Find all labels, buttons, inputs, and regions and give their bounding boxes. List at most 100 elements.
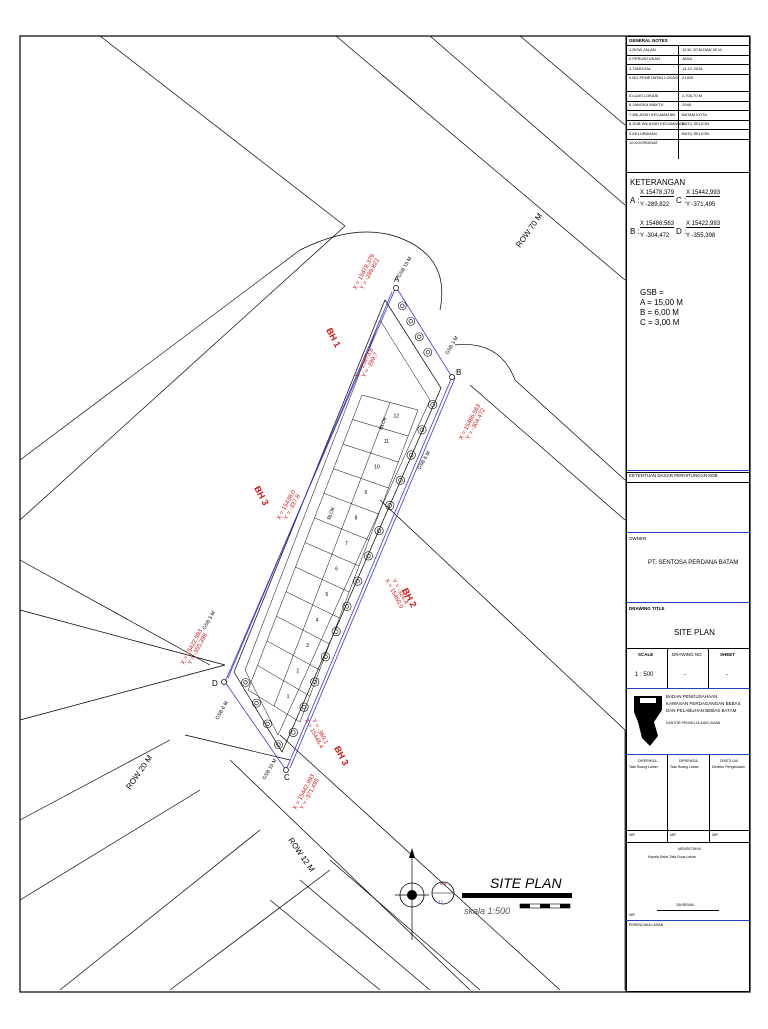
notes-row-value: 2048 (682, 102, 691, 107)
unit-number: 11 (384, 439, 389, 445)
tree-symbol (406, 450, 416, 460)
sheet-value: - (726, 672, 728, 678)
sign-nip: NIP. (712, 833, 719, 837)
road-label-row20: ROW 20 M (124, 753, 154, 791)
keterangan-point-y: Y -371,495 (686, 202, 716, 208)
unit-number: 8 (355, 516, 358, 522)
notes-row-label: 10.KOORDINAT (629, 140, 659, 145)
block-label: BLOK (326, 506, 337, 521)
unit-number: 5 (326, 592, 329, 598)
tree-symbol (408, 319, 413, 324)
blue-divider (626, 754, 750, 755)
gsb-item: B = 6,00 M (640, 308, 679, 317)
borehole-label: BH 3 (252, 484, 270, 507)
tree-symbol (320, 652, 330, 662)
tree-symbol (425, 350, 430, 355)
tree-symbol (310, 677, 320, 687)
sign-name: Tata Ruang Lahan (629, 765, 658, 769)
agency-line3: DAN PELABUHAN BEBAS BATAM (666, 708, 737, 713)
tree-symbol (288, 727, 298, 737)
sheet-label: SHEET (720, 652, 736, 657)
blue-divider (626, 920, 750, 921)
section-divider (626, 472, 750, 473)
keterangan-point-y: Y -289,822 (640, 202, 670, 208)
keterangan-point-x: X 15422,993 (686, 221, 721, 228)
notes-row-value: 2.706,70 M (682, 92, 703, 98)
unit-number: 6 (335, 567, 338, 573)
perencana-label: PERENCANA LAHAN (629, 923, 664, 927)
compass-rose (395, 848, 429, 940)
tree-symbol (397, 301, 407, 311)
keterangan-point-id: B : (630, 227, 640, 236)
column-divider (708, 648, 709, 688)
notes-row-label: 6.JANGKA WAKTU (629, 102, 664, 107)
gsb-label: GSB 15 M (397, 256, 414, 279)
column-divider (667, 754, 668, 842)
notes-row-value: 21405 (682, 75, 694, 80)
scale-label: SCALE (638, 652, 654, 657)
notes-row-label: 1.ROW JALAN (629, 46, 656, 52)
notes-row-divider (626, 110, 750, 111)
gsb-label: GSB 6 M (417, 450, 432, 471)
tree-symbol (243, 680, 248, 685)
signer-name: ZAKRISMA (676, 903, 694, 907)
tree-symbol (385, 500, 395, 510)
compass-label: U (439, 900, 443, 906)
unit-number: 4 (316, 618, 319, 624)
title-block-border (626, 36, 750, 992)
gsb-label: GSB 6 M (215, 700, 230, 721)
tree-symbol (419, 427, 425, 433)
corner-label: A (394, 275, 400, 284)
keterangan-point-x: X 15486,563 (640, 221, 675, 228)
keterangan-point-y: Y -355,398 (686, 233, 716, 239)
tree-symbol (331, 627, 341, 637)
notes-row-label: 2.PERUNTUKAN (629, 56, 660, 61)
notes-row-divider (626, 45, 750, 46)
tree-symbol (374, 526, 384, 536)
corner-marker (283, 767, 289, 773)
keterangan-point-id: A : (630, 196, 640, 205)
tree-symbol (344, 604, 350, 609)
notes-row-divider (626, 100, 750, 102)
tree-symbol (430, 402, 435, 407)
tree-symbol (274, 740, 283, 749)
signer-line (657, 910, 719, 911)
plot-outline (224, 286, 453, 771)
site-plan-scale: skala 1:500 (464, 906, 510, 916)
unit-number: 12 (394, 414, 400, 420)
road-lines (19, 35, 626, 991)
tree-symbol (428, 400, 438, 410)
notes-row-label: 8.SUB WILAYAH KECAMATAN (629, 121, 685, 126)
tree-symbol (276, 742, 281, 747)
north-symbol: U (431, 881, 455, 906)
blue-divider (626, 470, 750, 471)
gsb-label: GSB 3 M (202, 610, 217, 631)
blue-divider (626, 532, 750, 533)
notes-row-divider (626, 119, 750, 121)
tree-symbol (417, 334, 422, 339)
column-divider (709, 754, 710, 842)
tree-symbol (353, 576, 363, 586)
strip-center-line (273, 402, 391, 707)
signer-nip: NIP. (629, 913, 636, 917)
sign-role: DISETUJUI (720, 759, 739, 763)
notes-row-divider (626, 91, 750, 92)
tree-symbol (312, 679, 317, 685)
section-divider (626, 830, 750, 831)
section-divider (626, 842, 750, 843)
corner-marker (449, 374, 455, 380)
notes-row-value: BATU SELICIN (682, 130, 710, 136)
corner-label: D (212, 679, 218, 688)
notes-row-value: BATU SELICIN (682, 121, 710, 126)
sign-nip: NIP. (629, 833, 636, 837)
notes-row-divider (626, 73, 750, 75)
keterangan-point-x: X 15442,993 (686, 190, 721, 197)
tree-symbol (387, 503, 392, 508)
block-label: BLOK (378, 416, 389, 431)
tree-symbol (406, 316, 416, 326)
unit-number: 2 (296, 669, 299, 675)
notes-row-label: 9.KELURAHAN (629, 130, 657, 136)
